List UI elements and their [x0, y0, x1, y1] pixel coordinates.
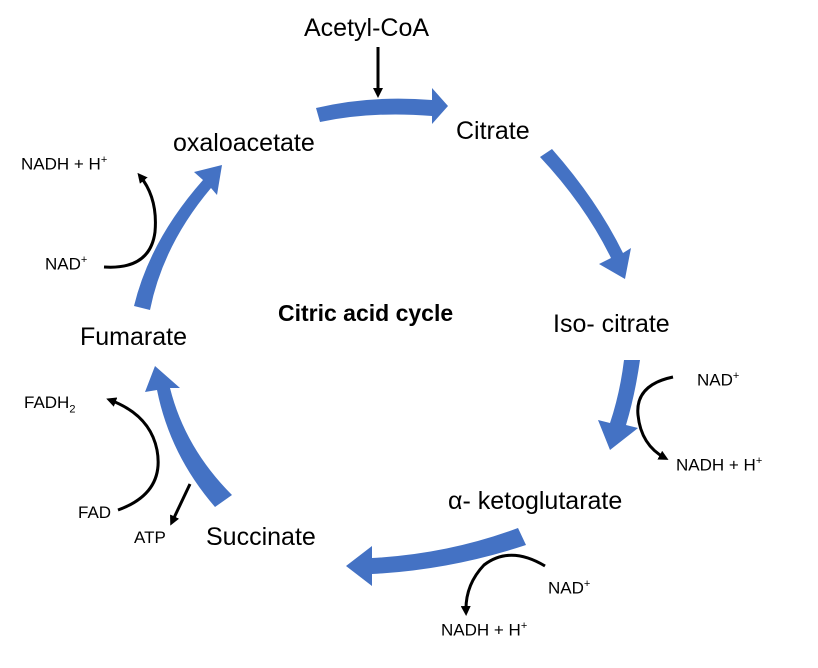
ketoglutarate-nadh-output: NADH + H+: [441, 620, 528, 640]
arrow-citrate-to-isocitrate: [540, 149, 631, 279]
isocitrate-nad-arrow: [636, 375, 674, 460]
arrow-fumarate-to-oxaloacetate: [134, 165, 222, 310]
atp-label: ATP: [134, 528, 166, 547]
atp-output-arrow: [170, 483, 192, 526]
fumarate-nad-arrow: [103, 172, 157, 269]
isocitrate-nadh-output: NADH + H+: [676, 455, 763, 475]
arrow-succinate-to-fumarate: [145, 366, 232, 507]
arrow-ketoglutarate-to-succinate: [346, 528, 526, 586]
citrate-label: Citrate: [456, 117, 530, 145]
diagram-title: Citric acid cycle: [278, 300, 454, 326]
fumarate-nadh-output: NADH + H+: [21, 154, 108, 174]
fumarate-label: Fumarate: [80, 323, 187, 351]
ketoglutarate-nad-arrow: [460, 553, 546, 616]
succinate-fad-input: FAD: [78, 503, 112, 522]
isocitrate-nad-input: NAD+: [697, 370, 740, 390]
succinate-fadh2-output: FADH2: [24, 393, 76, 416]
acetyl-coa-label: Acetyl-CoA: [304, 14, 430, 42]
succinate-fad-arrow: [106, 397, 160, 512]
succinate-label: Succinate: [206, 523, 316, 551]
arrow-oxaloacetate-to-citrate: [316, 88, 448, 124]
ketoglutarate-nad-input: NAD+: [548, 578, 591, 598]
arrow-isocitrate-to-ketoglutarate: [598, 360, 640, 450]
oxaloacetate-label: oxaloacetate: [173, 129, 315, 157]
alpha-ketoglutarate-label: α- ketoglutarate: [448, 487, 623, 515]
isocitrate-label: Iso- citrate: [553, 310, 670, 338]
fumarate-nad-input: NAD+: [45, 254, 88, 274]
